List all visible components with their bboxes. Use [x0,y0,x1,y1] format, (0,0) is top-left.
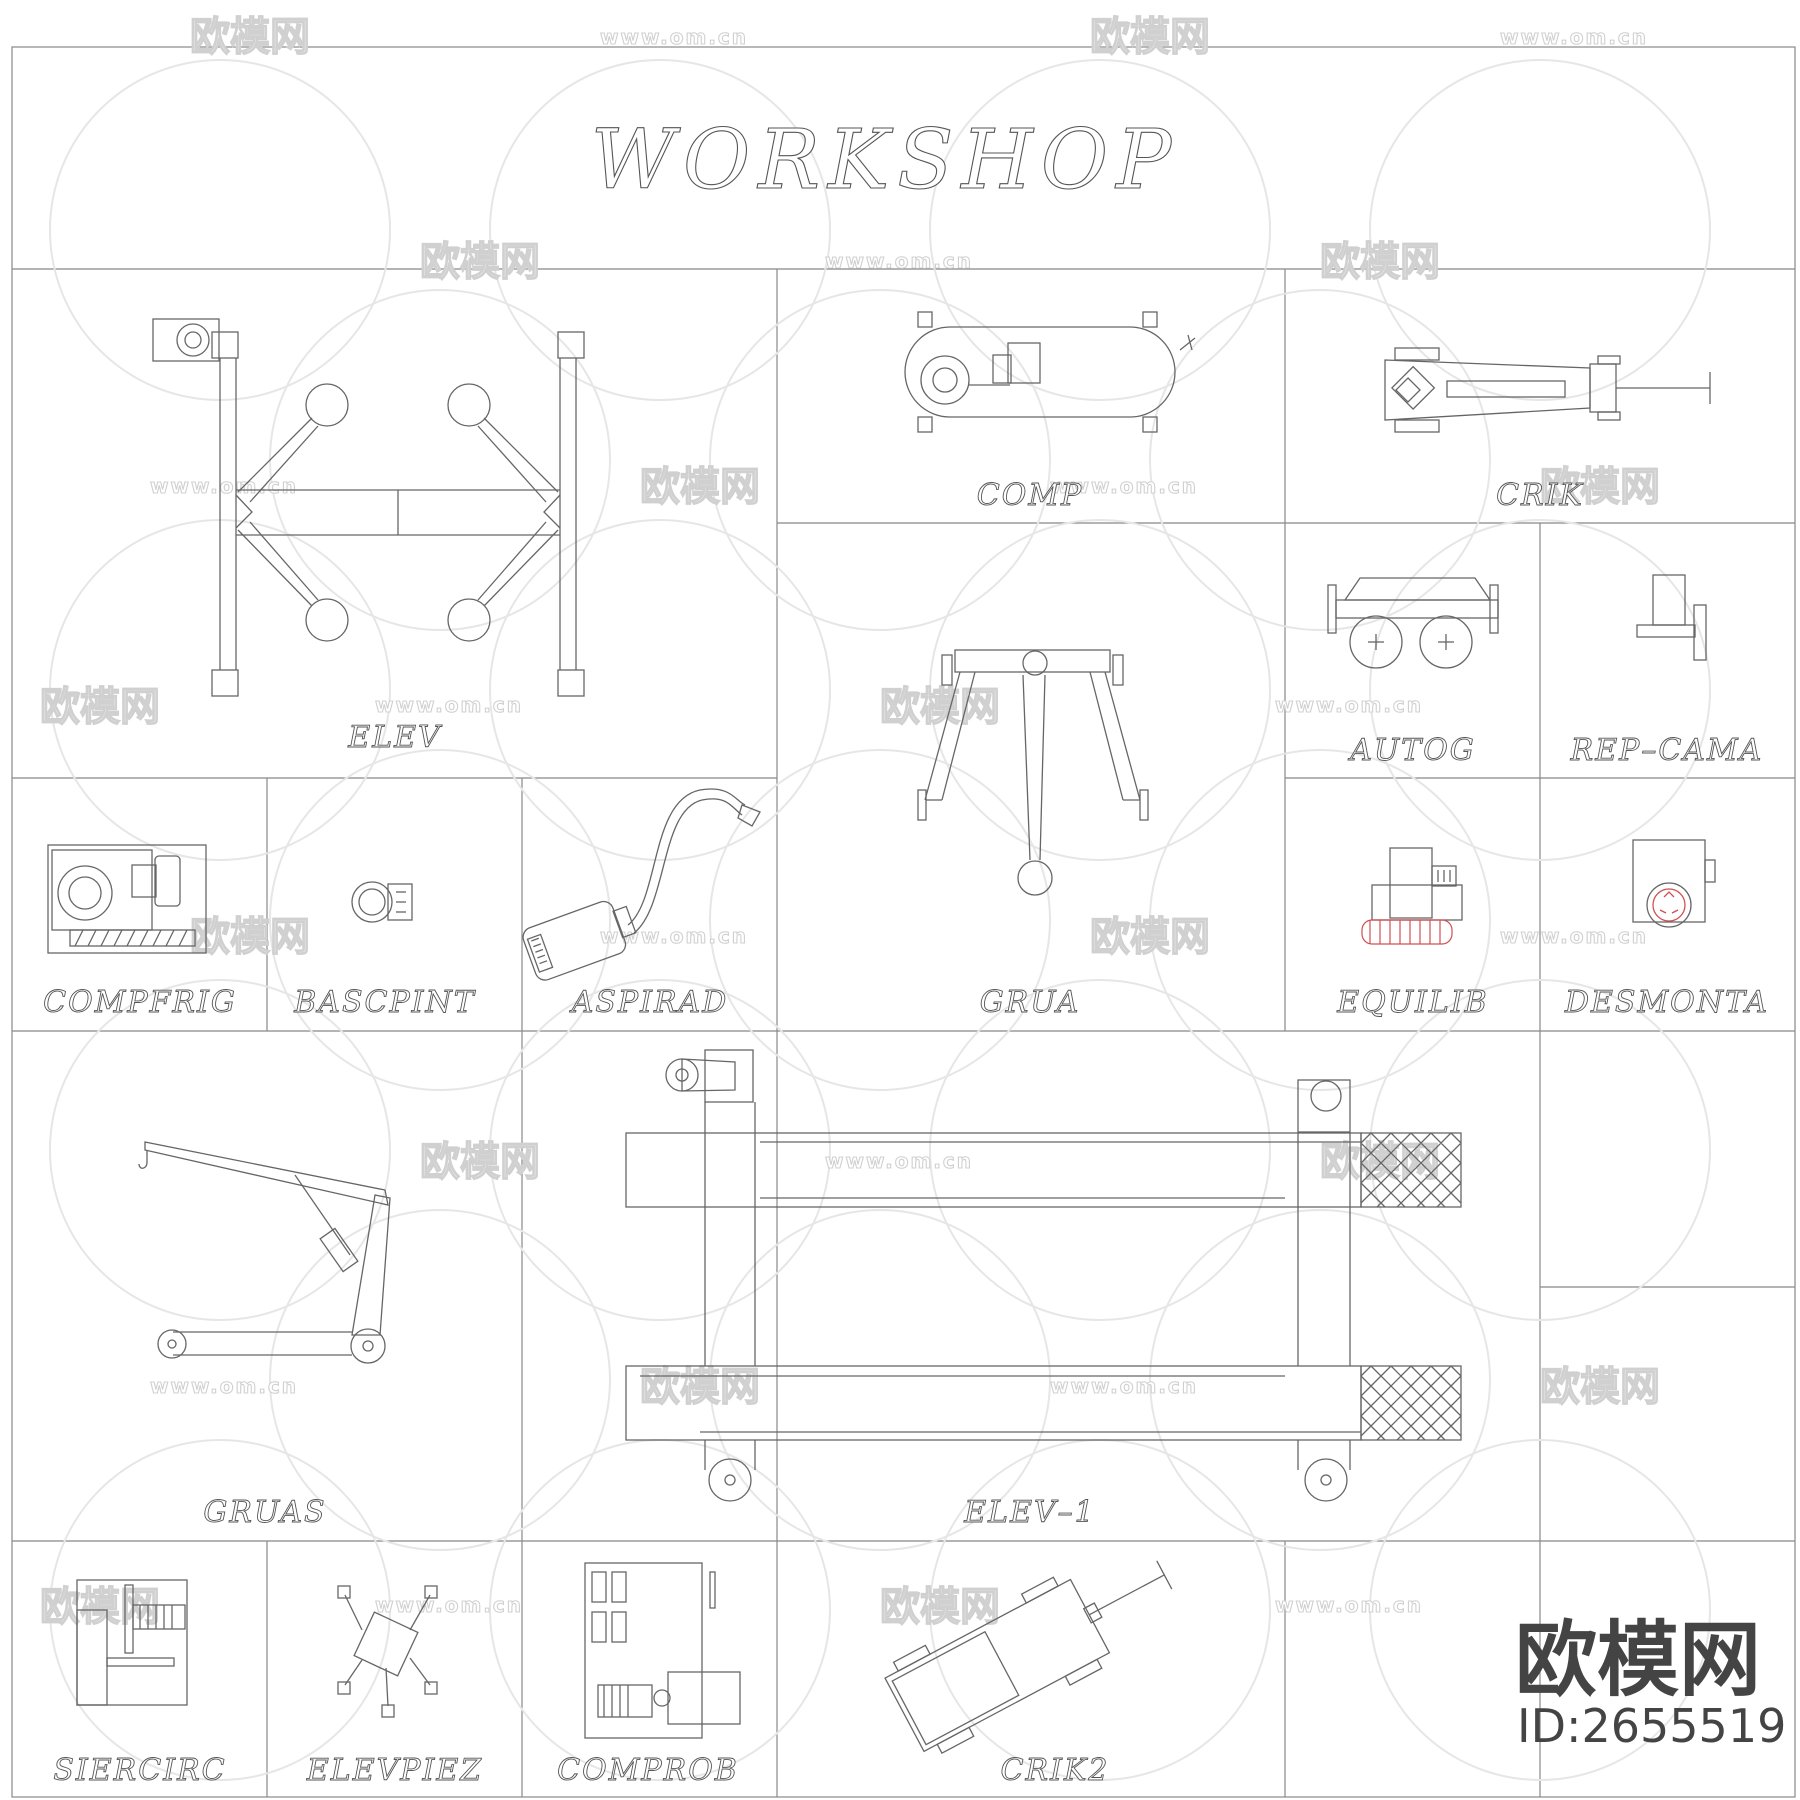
watermark-text: 欧模网 [1090,914,1210,960]
elev-1-block: ELEV–1 [625,1049,1462,1530]
tester-cabinet-icon [584,1562,741,1739]
watermark-text: 欧模网 [1540,464,1660,510]
watermark-url: www.om.cn [1500,924,1648,948]
watermark-circles [49,59,1711,1781]
tire-icon [1361,919,1453,945]
tire-changer-icon [1632,839,1716,928]
elev-label: ELEV [347,720,443,755]
watermark-url: www.om.cn [1500,25,1648,49]
welder-cart-icon [1327,577,1499,669]
crik2-label: CRIK2 [1001,1753,1110,1788]
bascpint-label: BASCPINT [293,985,476,1020]
gruas-label: GRUAS [203,1495,326,1530]
autog-block: AUTOG [1327,577,1499,768]
rep-cama-block: REP–CAMA [1569,574,1764,768]
comp-block: COMP [904,311,1196,513]
crik2-block: CRIK2 [884,1560,1173,1788]
watermark-url: www.om.cn [1050,1374,1198,1398]
shop-crane-icon [138,1141,391,1364]
logo-block: 欧模网 ID:2655519 [1515,1613,1786,1753]
floor-jack-icon [1384,347,1711,433]
grua-block: GRUA [917,649,1149,1020]
elev-block: ELEV [152,318,585,755]
watermark-text: 欧模网 [880,684,1000,730]
watermark-text: 欧模网 [640,464,760,510]
watermark-url: www.om.cn [150,1374,298,1398]
tire-repair-icon [1636,574,1707,661]
watermark-url: www.om.cn [375,1593,523,1617]
grua-label: GRUA [980,985,1081,1020]
aspirad-block: ASPIRAD [522,788,761,1020]
watermark-text: 欧模网 [640,1364,760,1410]
autog-label: AUTOG [1347,733,1476,768]
elev-1-label: ELEV–1 [963,1495,1095,1530]
watermark-text: 欧模网 [190,914,310,960]
siercirc-block: SIERCIRC [53,1579,226,1788]
watermark-url: www.om.cn [825,1149,973,1173]
refrigeration-compressor-icon [47,844,207,954]
equilib-label: EQUILIB [1336,985,1488,1020]
watermark-url: www.om.cn [1275,1593,1423,1617]
watermark-url: www.om.cn [600,924,748,948]
watermark-text: 欧模网 [1320,239,1440,285]
watermark-text: 欧模网 [1090,14,1210,60]
siercirc-label: SIERCIRC [53,1753,226,1788]
watermark-url: www.om.cn [825,249,973,273]
watermark-url: www.om.cn [1275,693,1423,717]
parts-lifter-icon [337,1585,438,1718]
engine-crane-icon [917,649,1149,896]
drawing-title: WORKSHOP [591,113,1180,208]
watermark-text: 欧模网 [880,1584,1000,1630]
paint-scale-icon [351,881,413,923]
watermark-text: 欧模网 [190,14,310,60]
two-post-lift-icon [152,318,585,697]
crik-label: CRIK [1496,478,1584,513]
elevpiez-block: ELEVPIEZ [305,1585,483,1788]
grid-lines [11,46,1796,1798]
desmonta-block: DESMONTA [1563,839,1769,1020]
watermark-text: 欧模网 [40,684,160,730]
watermark-text: 欧模网 [40,1584,160,1630]
rep-cama-label: REP–CAMA [1570,733,1764,768]
comprob-label: COMPROB [557,1753,739,1788]
compfrig-block: COMPFRIG [43,844,237,1020]
desmonta-label: DESMONTA [1564,985,1769,1020]
watermark-text: 欧模网 [420,239,540,285]
comp-label: COMP [977,478,1083,513]
logo-text: 欧模网 [1515,1613,1761,1708]
watermark-url: www.om.cn [600,25,748,49]
gruas-block: GRUAS [138,1141,391,1530]
watermark-text: 欧模网 [1540,1364,1660,1410]
watermark-text: 欧模网 [420,1139,540,1185]
transmission-jack-icon [884,1560,1173,1755]
crik-block: CRIK [1384,347,1711,513]
elevpiez-label: ELEVPIEZ [306,1753,483,1788]
watermark-url: www.om.cn [1050,474,1198,498]
circular-saw-icon [76,1579,188,1706]
comprob-block: COMPROB [557,1562,741,1788]
wheel-balancer-icon [1371,847,1463,921]
watermark-url: www.om.cn [150,474,298,498]
watermark-url: www.om.cn [375,693,523,717]
logo-id: ID:2655519 [1517,1699,1786,1753]
four-post-lift-icon [625,1049,1462,1502]
equilib-block: EQUILIB [1336,847,1488,1020]
air-compressor-icon [904,311,1196,433]
vacuum-cleaner-icon [522,788,761,981]
compfrig-label: COMPFRIG [43,985,237,1020]
bascpint-block: BASCPINT [293,881,476,1020]
aspirad-label: ASPIRAD [569,985,729,1020]
